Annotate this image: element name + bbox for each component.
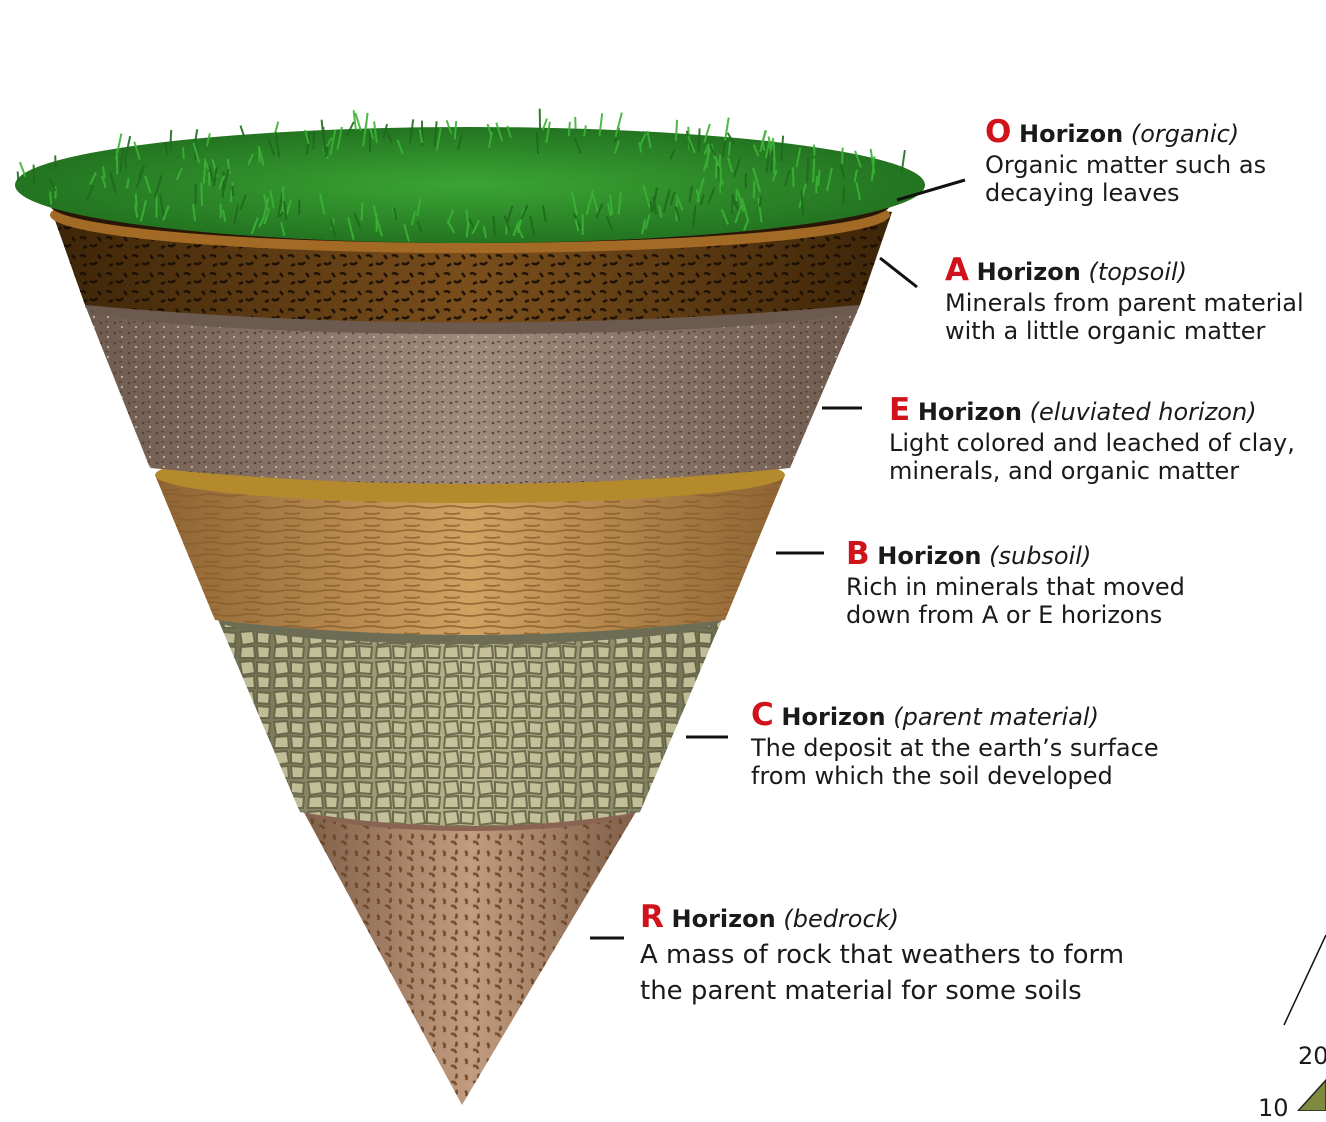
grass-blade (725, 118, 729, 141)
horizon-letter: B (846, 536, 870, 572)
horizon-desc-line: Minerals from parent material (945, 289, 1304, 317)
grass-blade (55, 155, 56, 169)
horizon-word: Horizon (1019, 120, 1123, 148)
leader-line-a (880, 258, 917, 287)
horizon-word: Horizon (877, 542, 981, 570)
grass-blade (699, 128, 700, 151)
horizon-desc-line: Organic matter such as (985, 151, 1266, 179)
corner-number-b: 10 (1258, 1094, 1289, 1122)
grass-blade (807, 158, 808, 183)
grass-blade (754, 181, 755, 199)
grass-blade (18, 171, 19, 181)
r-layer (300, 783, 640, 1105)
horizon-type: (organic) (1131, 120, 1239, 148)
grass-blade (170, 130, 171, 151)
grass-blade (232, 186, 233, 197)
grass-blade (813, 158, 814, 182)
grass-blade (569, 122, 570, 136)
horizon-desc-line: minerals, and organic matter (889, 457, 1295, 485)
horizon-word: Horizon (672, 905, 776, 933)
grass-blade (793, 167, 794, 186)
grass-blade (816, 176, 817, 193)
grass-blade (676, 120, 677, 141)
horizon-desc-line: The deposit at the earth’s surface (751, 734, 1159, 762)
horizon-label-r: R Horizon (bedrock) A mass of rock that … (640, 899, 1124, 1007)
horizon-label-b: B Horizon (subsoil) Rich in minerals tha… (846, 536, 1185, 629)
horizon-desc-line: down from A or E horizons (846, 601, 1185, 629)
horizon-letter: A (945, 252, 969, 288)
grass-blade (326, 147, 327, 157)
horizon-desc-line: Rich in minerals that moved (846, 573, 1185, 601)
horizon-desc-line: A mass of rock that weathers to form (640, 940, 1124, 971)
horizon-label-o: O Horizon (organic) Organic matter such … (985, 114, 1266, 207)
grass-top (15, 109, 925, 243)
horizon-label-a: A Horizon (topsoil) Minerals from parent… (945, 252, 1304, 345)
grass-blade (117, 150, 118, 174)
grass-blade (843, 187, 844, 204)
horizon-desc-line: with a little organic matter (945, 317, 1304, 345)
grass-blade (716, 161, 717, 178)
horizon-desc-line: Light colored and leached of clay, (889, 429, 1295, 457)
grass-blade (313, 131, 314, 149)
horizon-letter: O (985, 114, 1011, 150)
horizon-type: (eluviated horizon) (1030, 398, 1257, 426)
grass-blade (136, 194, 137, 208)
grass-blade (774, 141, 775, 165)
horizon-type: (subsoil) (989, 542, 1091, 570)
horizon-desc-line: from which the soil developed (751, 762, 1159, 790)
horizon-desc-line: decaying leaves (985, 179, 1266, 207)
horizon-word: Horizon (918, 398, 1022, 426)
horizon-letter: C (751, 697, 774, 733)
horizon-word: Horizon (781, 703, 885, 731)
grass-blade (802, 191, 803, 216)
grass-blade (760, 197, 761, 207)
grass-blade (729, 142, 730, 156)
horizon-label-c: C Horizon (parent material) The deposit … (751, 697, 1159, 790)
horizon-type: (topsoil) (1088, 258, 1187, 286)
grass-blade (183, 147, 184, 159)
grass-blade (50, 192, 51, 205)
grass-blade (818, 170, 819, 186)
grass-blade (842, 148, 843, 165)
horizon-letter: R (640, 899, 664, 935)
grass-blade (201, 183, 202, 206)
horizon-label-e: E Horizon (eluviated horizon) Light colo… (889, 392, 1295, 485)
grass-blade (537, 132, 538, 154)
horizon-word: Horizon (977, 258, 1081, 286)
grass-blade (814, 145, 815, 156)
grass-blade (771, 151, 772, 172)
horizon-desc-line: the parent material for some soils (640, 976, 1124, 1007)
grass-blade (34, 165, 35, 186)
grass-blade (651, 201, 652, 213)
horizon-type: (bedrock) (783, 905, 899, 933)
grass-blade (362, 202, 363, 220)
horizon-letter: E (889, 392, 910, 428)
corner-number-a: 20 (1298, 1042, 1326, 1070)
horizon-type: (parent material) (893, 703, 1099, 731)
corner-fragment-graphic (1284, 935, 1326, 1111)
